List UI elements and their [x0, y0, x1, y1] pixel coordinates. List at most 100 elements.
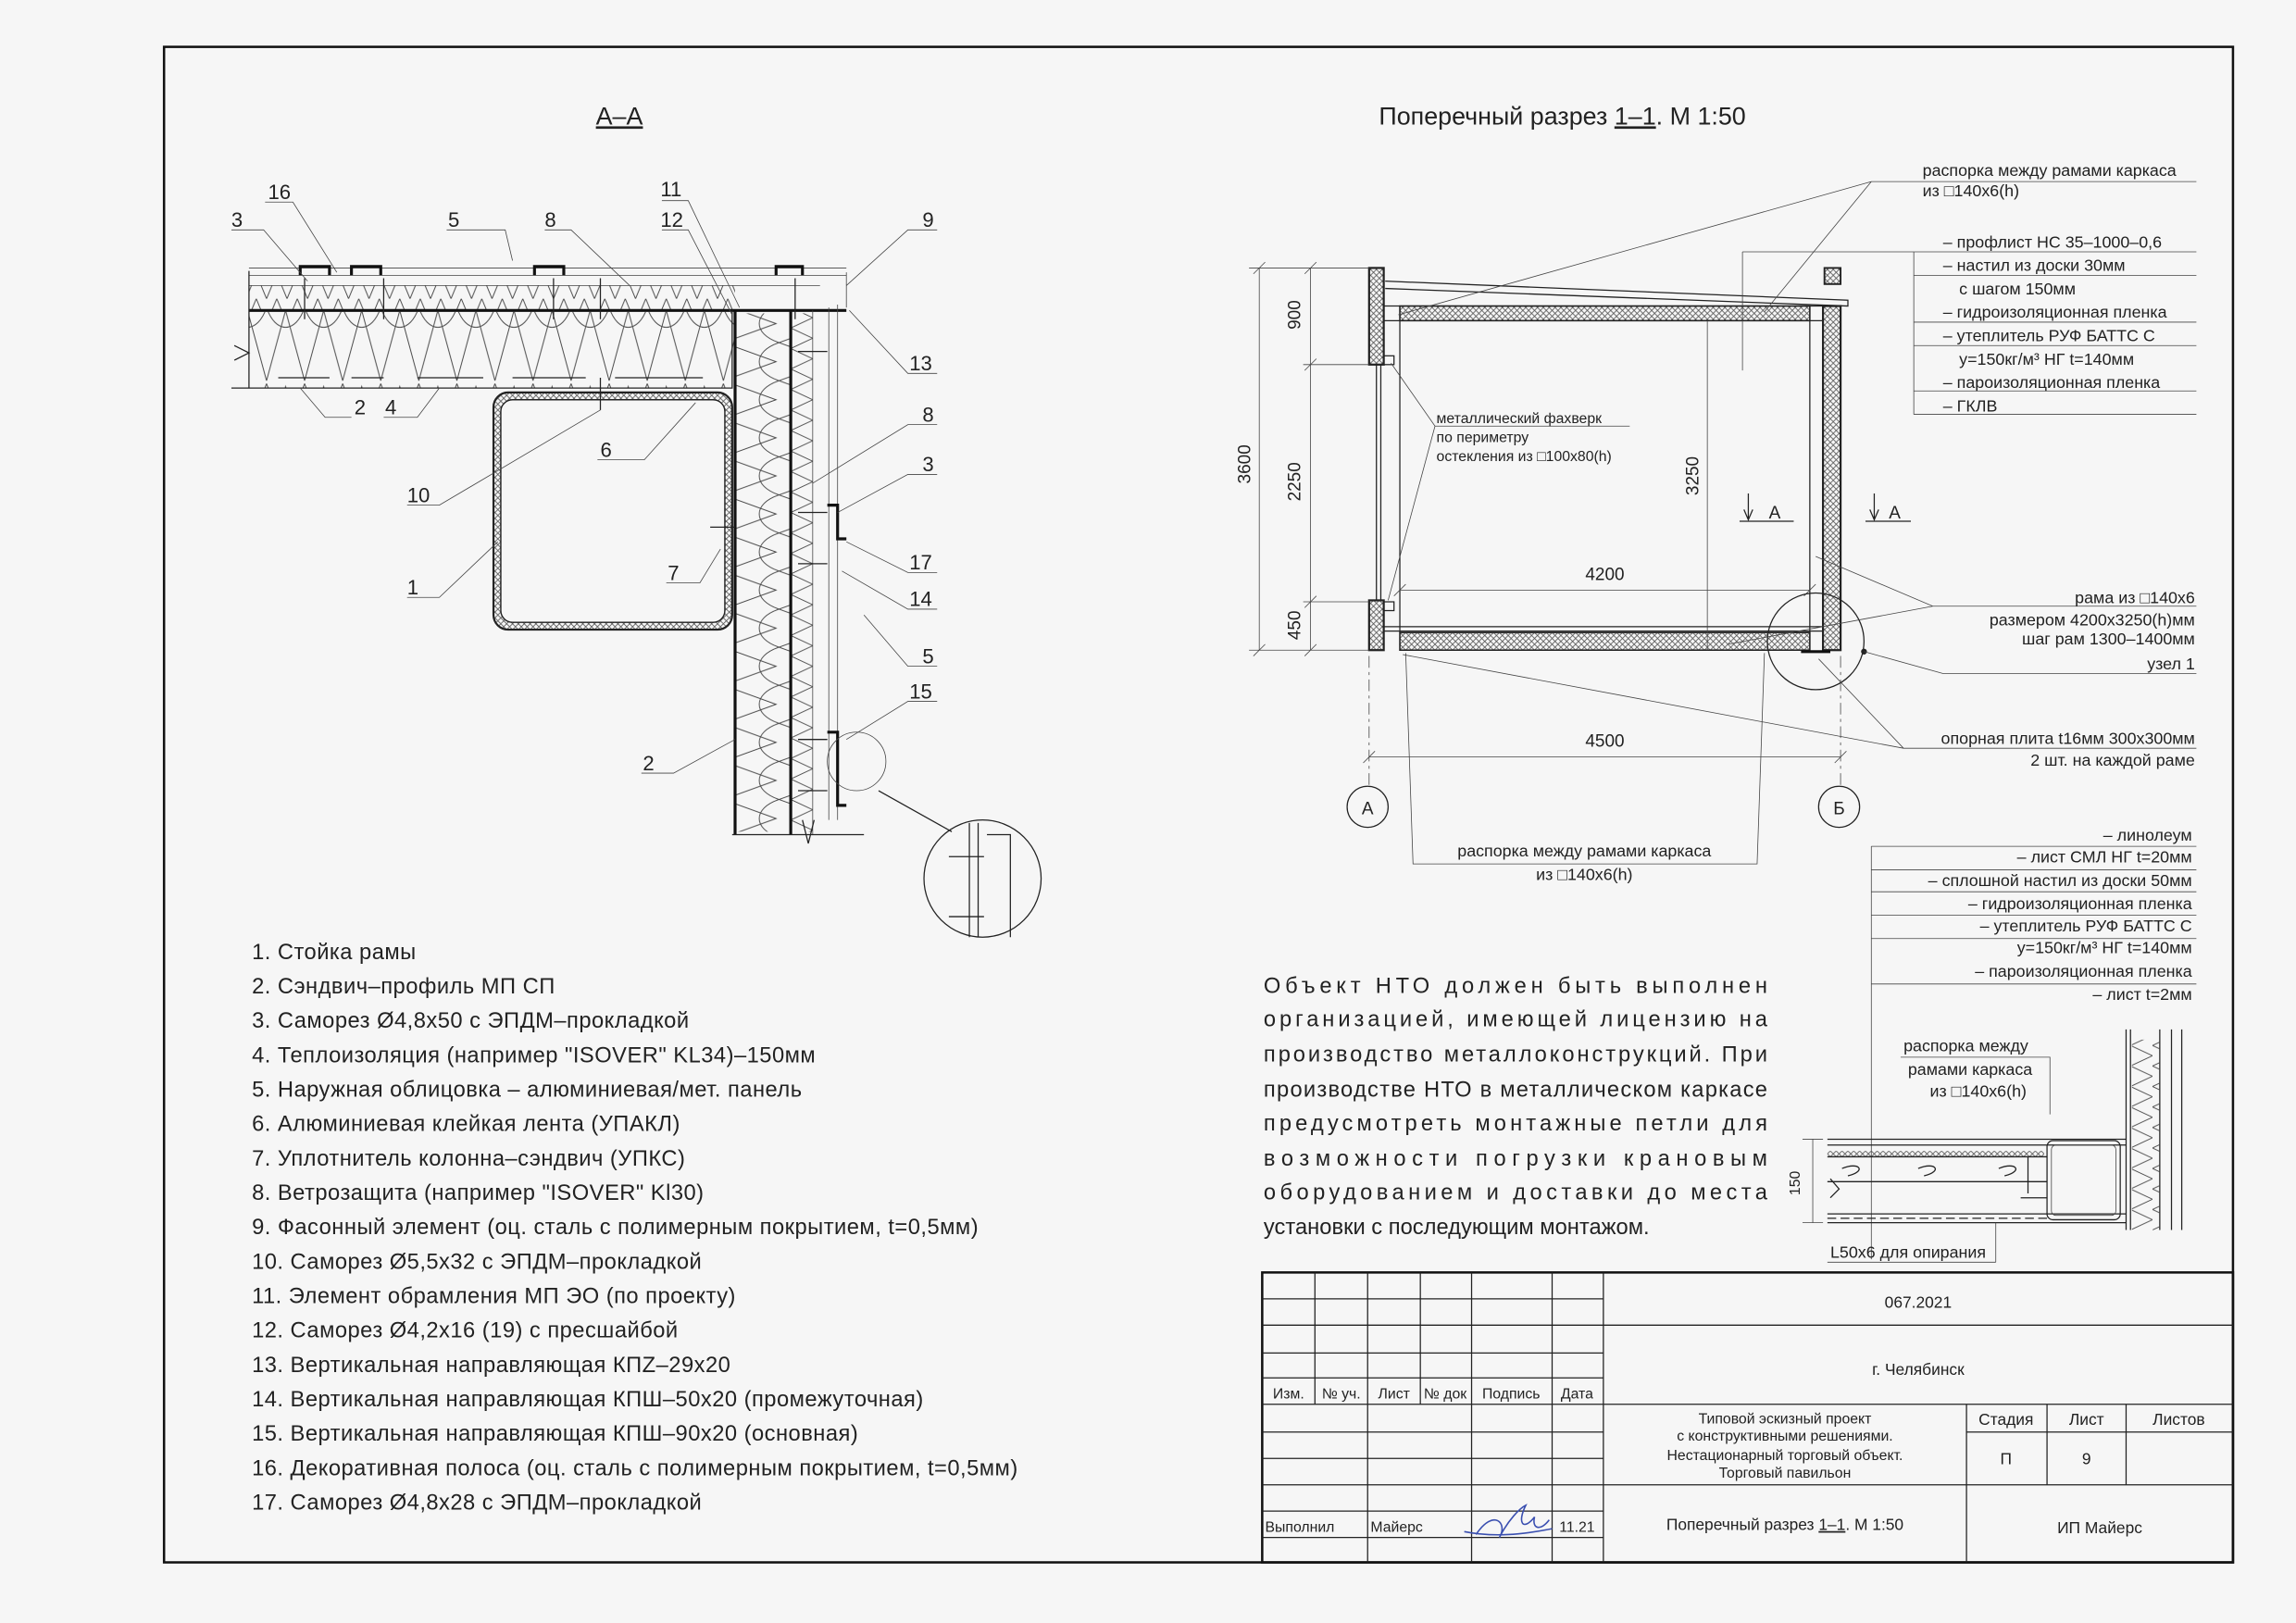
floor-layer: – лист СМЛ НГ t=20мм: [2017, 848, 2192, 867]
legend-list: 1. Стойка рамы 2. Сэндвич–профиль МП СП …: [252, 941, 1018, 1516]
dim-450: 450: [1285, 610, 1304, 640]
legend-item: 7. Уплотнитель колонна–сэндвич (УПКС): [252, 1147, 685, 1171]
roof-layer: – пароизоляционная пленка: [1943, 373, 2160, 392]
cut-marks: А А: [1739, 493, 1911, 523]
callout-12: 12: [660, 208, 683, 231]
node-drawing: [1802, 1029, 2183, 1263]
callout-3b: 3: [922, 453, 933, 476]
section-1-1-title: Поперечный разрез 1–1. М 1:50: [1379, 102, 1745, 130]
callout-16: 16: [268, 181, 291, 204]
legend-item: 10. Саморез Ø5,5x32 с ЭПДМ–прокладкой: [252, 1250, 702, 1274]
legend-item: 15. Вертикальная направляющая КПШ–90x20 …: [252, 1422, 858, 1446]
axis-markers: А Б: [1346, 785, 1861, 829]
stage-label: Стадия: [1978, 1410, 2033, 1429]
dim-2250: 2250: [1285, 462, 1304, 501]
sheet-frame: [162, 45, 2235, 1564]
organization: ИП Майерс: [2057, 1518, 2142, 1537]
project-line: Торговый павильон: [1719, 1466, 1852, 1481]
section-1-1: Поперечный разрез 1–1. М 1:50 3600 900 2…: [1236, 102, 2197, 884]
detail-zoom: [878, 790, 1042, 938]
frame-note-line: размером 4200х3250(h)мм: [1990, 610, 2195, 629]
legend-item: 9. Фасонный элемент (оц. сталь с полимер…: [252, 1216, 979, 1240]
detail-circle-small: [827, 731, 887, 792]
base-plate-line: опорная плита t16мм 300х300мм: [1941, 729, 2195, 747]
legend-item: 3. Саморез Ø4,8x50 с ЭПДМ–прокладкой: [252, 1009, 690, 1033]
dim-4500: 4500: [1585, 732, 1624, 752]
callout-8b: 8: [922, 403, 933, 426]
callout-4: 4: [385, 396, 396, 419]
node-1-label[interactable]: узел 1: [2147, 655, 2195, 673]
frame-note: рама из □140х6 размером 4200х3250(h)мм ш…: [1941, 589, 2195, 770]
sign-date: 11.21: [1559, 1519, 1595, 1535]
cut-mark-a-2: А: [1889, 504, 1901, 523]
callout-3: 3: [231, 208, 243, 231]
legend-item: 5. Наружная облицовка – алюминиевая/мет.…: [252, 1079, 802, 1103]
node-strut-line: распорка между: [1903, 1037, 2028, 1055]
roof-layer: – гидроизоляционная пленка: [1943, 303, 2167, 321]
floor-layer: – гидроизоляционная пленка: [1968, 894, 2192, 913]
sheet-value: 9: [2082, 1450, 2091, 1468]
role-label: Выполнил: [1266, 1519, 1335, 1535]
callout-5b: 5: [922, 644, 933, 668]
header-signature: Подпись: [1482, 1386, 1541, 1402]
floor-layer: – линолеум: [2103, 826, 2192, 844]
callout-2: 2: [355, 396, 366, 419]
axis-b-label: Б: [1833, 799, 1844, 818]
legend-item: 14. Вертикальная направляющая КПШ–50x20 …: [252, 1388, 924, 1412]
general-note: Объект НТО должен быть выполнен организа…: [1264, 974, 1768, 1240]
callout-13: 13: [909, 352, 932, 375]
frame-note-line: шаг рам 1300–1400мм: [2022, 630, 2195, 648]
dim-3250: 3250: [1684, 456, 1703, 495]
note-line: Объект НТО должен быть выполнен: [1264, 974, 1767, 998]
note-line: производство металлоконструкций. При: [1264, 1043, 1767, 1067]
floor-layer: – сплошной настил из доски 50мм: [1928, 871, 2192, 890]
roof-layer: – профлист НС 35–1000–0,6: [1943, 232, 2162, 251]
node-1-detail: – линолеум – лист СМЛ НГ t=20мм – сплошн…: [1788, 826, 2197, 1263]
callout-labels: 16 3 5 8 11 12 9 13 8 3 17 14 5 15 2 4 6…: [231, 178, 934, 775]
legend-item: 4. Теплоизоляция (например "ISOVER" KL34…: [252, 1043, 816, 1067]
note-line: оборудованием и доставки до места: [1264, 1180, 1768, 1205]
sheet-label: Лист: [2069, 1410, 2104, 1429]
note-leaders: [1387, 181, 2197, 865]
dim-3600: 3600: [1236, 444, 1255, 483]
project-line: Типовой эскизный проект: [1699, 1411, 1872, 1427]
signature: [1464, 1504, 1553, 1539]
node-1-circle: [1766, 592, 1866, 691]
callout-15: 15: [909, 680, 932, 703]
city: г. Челябинск: [1872, 1360, 1965, 1379]
header-izm: Изм.: [1273, 1386, 1304, 1402]
callout-11: 11: [660, 178, 681, 201]
callout-1: 1: [407, 576, 418, 599]
callout-9: 9: [922, 208, 933, 231]
roof-layer: с шагом 150мм: [1959, 280, 2076, 298]
strut-top-line-1: распорка между рамами каркаса: [1923, 161, 2177, 180]
roof-layers-list: – профлист НС 35–1000–0,6 – настил из до…: [1943, 232, 2167, 415]
callout-14: 14: [909, 588, 932, 611]
fachwerk-line: по периметру: [1437, 431, 1529, 446]
legend-item: 1. Стойка рамы: [252, 941, 417, 965]
header-num-uch: № уч.: [1322, 1386, 1361, 1402]
legend-item: 8. Ветрозащита (например "ISOVER" Kl30): [252, 1181, 704, 1205]
dim-900: 900: [1285, 300, 1304, 330]
roof-layer: – ГКЛВ: [1943, 396, 1998, 415]
floor-layer: – пароизоляционная пленка: [1975, 962, 2191, 980]
floor-layer: – лист t=2мм: [2092, 985, 2191, 1004]
legend-item: 16. Декоративная полоса (оц. сталь с пол…: [252, 1456, 1018, 1480]
strut-bottom-note: распорка между рамами каркаса из □140х6(…: [1457, 842, 1711, 883]
dimension-lines: [1249, 261, 1847, 787]
callout-leaders: [231, 200, 938, 774]
base-plate-line: 2 шт. на каждой раме: [2030, 751, 2195, 769]
callout-7: 7: [668, 561, 679, 584]
frame-note-line: рама из □140х6: [2075, 589, 2195, 607]
strut-bottom-line-2: из □140х6(h): [1536, 866, 1632, 884]
fachwerk-line: остекления из □100x80(h): [1437, 449, 1612, 465]
roof-panel: [231, 265, 847, 389]
fachwerk-line: металлический фахверк: [1437, 411, 1603, 427]
note-line: производстве НТО в металлическом каркасе: [1264, 1079, 1767, 1103]
legend-item: 17. Саморез Ø4,8x28 с ЭПДМ–прокладкой: [252, 1492, 702, 1516]
callout-10: 10: [407, 483, 430, 506]
header-list: Лист: [1379, 1386, 1410, 1402]
floor-layer: – утеплитель РУФ БАТТС С: [1980, 917, 2192, 935]
